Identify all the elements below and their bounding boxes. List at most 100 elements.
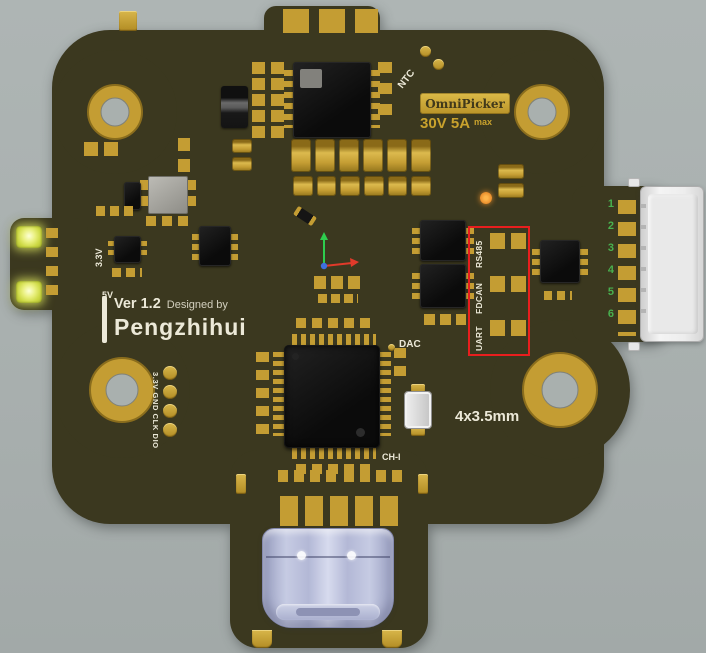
connector-pads	[618, 200, 636, 336]
rs485-pads	[490, 233, 528, 249]
regulator-body	[114, 236, 141, 263]
pads-left-of-mcu	[256, 352, 269, 440]
bottom-pads-group-1	[278, 470, 336, 482]
mcu-body	[284, 345, 380, 448]
bottom-pads-group-2	[344, 470, 402, 482]
ic-right-body	[540, 240, 580, 283]
tab-edge-pad-right	[418, 474, 428, 494]
status-led-1	[16, 226, 42, 248]
capacitor	[316, 176, 337, 196]
ic-b-body	[420, 264, 466, 308]
ic-leftmid-pins-right	[230, 234, 238, 262]
ic-top-inlay	[300, 69, 322, 88]
ic-right-pins-right	[580, 249, 588, 275]
capacitor	[340, 176, 361, 196]
usb-anchor-pads	[280, 496, 402, 526]
connector-inner-face	[648, 194, 698, 334]
usb-shell-seam	[266, 556, 390, 558]
left-tab-pads	[46, 228, 58, 304]
usb-highlight-dot-1	[297, 551, 306, 560]
mcu-pin1-dot	[292, 353, 299, 360]
capacitor	[293, 176, 313, 196]
bottom-edge-pad-left	[252, 630, 272, 648]
pads-under-regulator	[112, 268, 142, 277]
capacitor	[364, 176, 384, 196]
version-line: Ver 1.2 Designed by	[114, 296, 228, 312]
capacitor	[387, 139, 407, 172]
usb-highlight-dot-2	[347, 551, 356, 560]
pads-below-ic-right	[544, 291, 572, 300]
ch1-label: CH-I	[382, 452, 401, 462]
silkscreen-bar	[102, 296, 107, 343]
rating-value: 30V 5A	[420, 115, 471, 132]
capacitor	[232, 139, 252, 153]
rating-suffix: max	[474, 117, 493, 127]
debug-pad-2	[163, 385, 177, 399]
capacitor	[339, 139, 359, 172]
crystal-pad-top	[411, 384, 425, 393]
ic-right-pins-left	[532, 249, 540, 275]
regulator-pins-left	[108, 241, 114, 258]
osc-pads-right	[188, 180, 196, 208]
orange-led	[480, 192, 492, 204]
capacitor	[498, 164, 524, 179]
dac-label: DAC	[399, 339, 421, 350]
debug-pad-1	[163, 366, 177, 380]
pad-grid-left-of-ic	[252, 62, 284, 142]
ic-leftmid-pins-left	[192, 234, 200, 262]
ic-leftmid-body	[199, 226, 231, 266]
mcu-pins-bottom	[292, 448, 376, 459]
inductor	[221, 86, 248, 128]
rail-3v3-label: 3.3V	[94, 248, 104, 267]
connector-latch-top	[628, 178, 640, 187]
top-left-pad	[119, 11, 137, 31]
ntc-pad-1	[420, 46, 431, 57]
regulator-pins-right	[141, 241, 147, 258]
pads-left-cluster	[96, 206, 136, 216]
mounting-holes	[87, 84, 598, 428]
mcu-pins-top	[292, 334, 376, 345]
uart-pads	[490, 320, 528, 336]
bottom-edge-pad-right	[382, 630, 402, 648]
axis-gizmo	[320, 232, 359, 270]
capacitor	[291, 139, 311, 172]
pin-number-1: 1	[607, 198, 614, 210]
pads-above-mcu	[296, 318, 372, 328]
transistor	[124, 182, 141, 210]
pad-col-right-of-ic	[378, 62, 392, 124]
ntc-pad-2	[433, 59, 444, 70]
center-pads-2	[318, 294, 358, 303]
pad-pair-midleft	[178, 138, 190, 172]
capacitor	[232, 157, 252, 171]
ic-b-pins-left	[412, 273, 420, 301]
voltage-rating: 30V 5A max	[420, 115, 492, 132]
osc-pads-left	[140, 180, 148, 208]
capacitor	[411, 176, 432, 196]
crystal-pad-bottom	[411, 427, 425, 436]
capacitor	[363, 139, 383, 172]
pads-under-osc	[146, 216, 194, 226]
pin-number-4: 4	[607, 264, 614, 276]
interface-label-fdcan: FDCAN	[474, 282, 484, 314]
brand-plate: OmniPicker	[420, 93, 510, 114]
crystal	[404, 391, 432, 429]
pads-below-mcu	[296, 464, 372, 474]
version-label: Ver 1.2	[114, 296, 161, 312]
mount-size-label: 4x3.5mm	[455, 408, 520, 425]
connector-latch-bottom	[628, 342, 640, 351]
pin-number-5: 5	[607, 286, 614, 298]
dac-pad	[388, 344, 395, 351]
capacitor	[315, 139, 335, 172]
debug-header-labels: 3.3V GND CLK DIO	[151, 372, 160, 449]
author-label: Pengzhihui	[114, 314, 247, 340]
ic-a-pins-right	[466, 228, 474, 256]
pad-pair-topleft	[84, 142, 118, 156]
ic-top-pins-left	[284, 70, 294, 128]
capacitor	[498, 183, 524, 198]
pads-right-of-mcu	[394, 348, 406, 384]
fdcan-pads	[490, 276, 528, 292]
usb-slot	[296, 608, 360, 616]
connector-pin-slots	[641, 204, 646, 328]
capacitor	[387, 176, 408, 196]
